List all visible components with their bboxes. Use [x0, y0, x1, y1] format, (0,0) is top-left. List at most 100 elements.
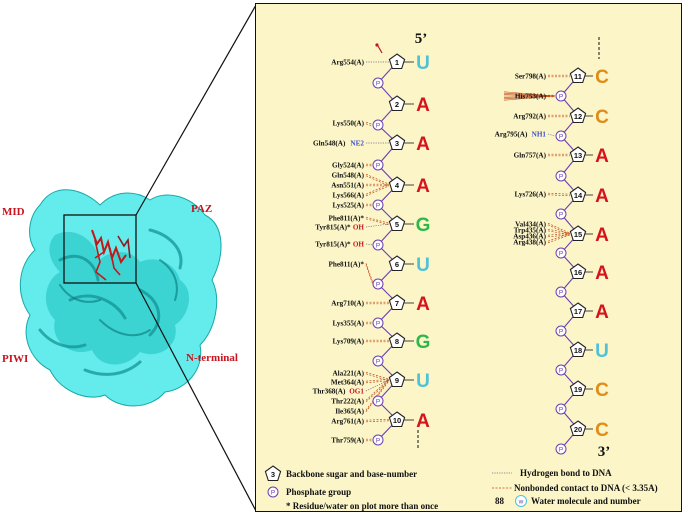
right_strand-phosphate-label: P	[559, 289, 563, 296]
left_strand-residue-label: Tyr815(A)*	[315, 224, 351, 232]
left_strand-phosphate	[372, 159, 384, 171]
right_strand-phosphate	[555, 130, 567, 142]
right_strand-contact-line	[547, 234, 571, 238]
right_strand-sugar	[569, 186, 587, 203]
right_strand-contact-line	[547, 232, 571, 236]
legend-sugar-icon	[264, 465, 282, 482]
left_strand-phosphate-label: P	[376, 398, 380, 405]
protein-surface	[19, 189, 222, 407]
left_strand-nucleotide-number: 7	[395, 299, 399, 308]
left_strand-contact-line	[365, 243, 374, 246]
left_strand-base-letter: A	[416, 95, 430, 116]
domain-label-n-terminal: N-terminal	[186, 352, 238, 364]
left_strand-contact-line	[365, 420, 390, 423]
right_strand-sugar	[569, 263, 587, 280]
left_strand-residue-label: Thr368(A)	[313, 388, 346, 396]
domain-label-paz: PAZ	[191, 203, 213, 215]
left_strand-contact-line	[365, 378, 390, 411]
right_strand-sugar	[569, 302, 587, 319]
left_strand-phosphate-label: P	[376, 320, 380, 327]
left_strand-sugar	[388, 215, 406, 232]
left_strand-residue-label: Tyr815(A)*	[315, 241, 351, 249]
left_strand-residue-atom: OG1	[349, 388, 364, 396]
right_strand-contact-line	[547, 222, 571, 234]
legend-nonbond-text: Nonbonded contact to DNA (< 3.35A)	[514, 483, 658, 493]
left_strand-contact-line	[365, 380, 390, 384]
left_strand-contact-line	[365, 123, 373, 127]
left_strand-residue-label: Ile365(A)	[335, 408, 364, 416]
legend-water-number: 88	[495, 496, 505, 506]
right_strand-phosphate	[555, 364, 567, 376]
left_strand-residue-label: Arg710(A)	[331, 300, 364, 308]
right_strand-nucleotide-number: 20	[574, 425, 582, 434]
right_strand-sugar	[569, 67, 587, 84]
left_strand-phosphate-label: P	[376, 437, 380, 444]
right_strand-nucleotide-number: 16	[574, 268, 582, 277]
right_strand-base-letter: A	[595, 263, 609, 284]
right_strand-phosphate-label: P	[559, 250, 563, 257]
left_strand-nucleotide-number: 10	[393, 416, 401, 425]
left_strand-residue-label: Phe811(A)*	[328, 215, 364, 223]
left_strand-sugar	[388, 371, 406, 388]
left_strand-residue-label: Lys550(A)	[332, 120, 364, 128]
left_strand-phosphate	[372, 119, 384, 131]
zoom-line-top	[135, 4, 257, 216]
right_strand-residue-label: Arg795(A)	[495, 131, 528, 139]
right_strand-phosphate-label: P	[559, 406, 563, 413]
right_strand-sugar	[569, 420, 587, 437]
left_strand-phosphate	[372, 77, 384, 89]
left_strand-residue-label: Gln548(A)	[313, 140, 346, 148]
right_strand-residue-label: Arg792(A)	[513, 113, 546, 121]
right_strand-nucleotide-number: 17	[574, 307, 582, 316]
left_strand-residue-atom: NE2	[350, 140, 364, 148]
right_strand-sugar	[569, 380, 587, 397]
right_strand-phosphate	[555, 90, 567, 102]
right_strand-base-letter: C	[595, 420, 609, 441]
right_strand-phosphate-label: P	[559, 367, 563, 374]
left_strand-residue-label: Thr222(A)	[331, 398, 364, 406]
arg554-atom-dot	[375, 43, 379, 47]
left_strand-phosphate-label: P	[376, 281, 380, 288]
right_strand-phosphate	[555, 247, 567, 259]
right_strand-phosphate-label: P	[559, 446, 563, 453]
left_strand-phosphate	[372, 239, 384, 251]
left_strand-contact-line	[365, 218, 390, 226]
left_strand-sugar	[388, 411, 406, 428]
left_strand-residue-label: Thr759(A)	[331, 437, 364, 445]
right_strand-nucleotide-number: 14	[574, 191, 583, 200]
right_strand-base-letter: A	[595, 225, 609, 246]
left_strand-residue-atom: OH	[353, 224, 365, 232]
right_strand-base-letter: C	[595, 380, 609, 401]
left_strand-base-letter: A	[416, 134, 430, 155]
left_strand-residue-label: Phe811(A)*	[328, 261, 364, 269]
arg554-bond-mark	[377, 45, 383, 54]
left_strand-sugar	[388, 294, 406, 311]
left_strand-sugar	[388, 176, 406, 193]
backbone-lines	[377, 61, 593, 450]
right_strand-base-letter: A	[595, 302, 609, 323]
right_strand-residue-label: His753(A)	[515, 93, 547, 101]
right_strand-phosphate	[555, 443, 567, 455]
right_strand-nucleotide-number: 12	[574, 112, 582, 121]
right_strand-nucleotide-number: 18	[574, 346, 582, 355]
right_strand-contact-line	[547, 133, 556, 137]
left_strand-base-letter: A	[416, 411, 430, 432]
left_strand-nucleotide-number: 3	[395, 139, 399, 148]
legend-water-letter: w	[518, 499, 524, 506]
left_strand-phosphate-label: P	[376, 242, 380, 249]
left_strand-phosphate	[372, 317, 384, 329]
right_strand-residue-label: Trp435(A)	[514, 227, 547, 235]
left_strand-contact-line	[365, 379, 390, 392]
left_strand-contact-line	[365, 378, 390, 401]
zoom-line-bottom	[135, 282, 257, 512]
left_strand-contact-line	[365, 373, 390, 382]
right_strand-phosphate	[555, 403, 567, 415]
right_strand-phosphate-label: P	[559, 328, 563, 335]
left_strand-nucleotide-number: 9	[395, 376, 399, 385]
right_strand-sugar	[569, 225, 587, 242]
left_strand-base-letter: U	[416, 255, 430, 276]
right_strand-phosphate-label: P	[559, 211, 563, 218]
left_strand-base-letter: G	[416, 332, 431, 353]
